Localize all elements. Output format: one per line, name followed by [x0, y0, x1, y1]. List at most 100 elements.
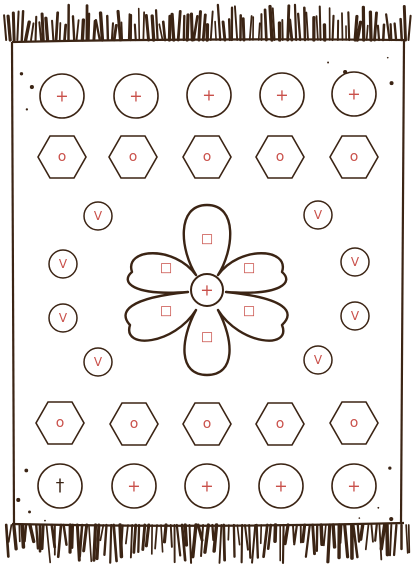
- fringe-strand: [375, 525, 377, 541]
- fringe-strand: [235, 6, 237, 40]
- v-piece[interactable]: V: [49, 250, 77, 278]
- fringe-strand: [257, 525, 258, 558]
- fringe-strand: [118, 11, 120, 40]
- fringe-strand: [313, 525, 315, 554]
- v-piece[interactable]: V: [304, 346, 332, 374]
- petal-square[interactable]: □: [243, 261, 255, 276]
- fringe-strand: [126, 525, 128, 544]
- fringe-strand: [164, 525, 166, 542]
- fringe-strand: [135, 25, 136, 40]
- fringe-strand: [155, 525, 157, 549]
- fringe-strand: [96, 20, 100, 40]
- circle-symbol: o: [56, 415, 65, 431]
- fringe-strand: [60, 23, 61, 40]
- circle-piece[interactable]: †: [38, 464, 82, 508]
- v-piece[interactable]: V: [304, 201, 332, 229]
- fringe-strand: [131, 525, 132, 557]
- fringe-strand: [139, 9, 140, 40]
- fringe-strand: [353, 525, 357, 557]
- fringe-strand: [163, 22, 165, 40]
- petal-square[interactable]: □: [201, 232, 213, 247]
- v-piece[interactable]: V: [341, 248, 369, 276]
- top-circle-row: + + + + +: [40, 72, 376, 118]
- fringe-strand: [146, 525, 148, 546]
- circle-symbol: o: [58, 149, 67, 165]
- hex-piece[interactable]: o: [183, 403, 231, 445]
- hex-piece[interactable]: o: [330, 402, 378, 444]
- ink-speck: [327, 62, 329, 64]
- ink-speck: [387, 57, 389, 59]
- petal-square[interactable]: □: [243, 304, 255, 319]
- fringe-strand: [152, 16, 154, 40]
- circle-piece[interactable]: +: [259, 464, 303, 508]
- circle-piece[interactable]: +: [40, 74, 84, 118]
- fringe-strand: [242, 525, 243, 562]
- fringe-strand: [185, 525, 186, 545]
- fringe-strand: [394, 525, 396, 555]
- circle-piece[interactable]: +: [112, 464, 156, 508]
- fringe-strand: [190, 525, 192, 563]
- circle-piece[interactable]: +: [332, 464, 376, 508]
- fringe-strand: [6, 525, 8, 557]
- petal-square[interactable]: □: [160, 304, 172, 319]
- fringe-strand: [229, 19, 230, 40]
- fringe-strand: [250, 16, 252, 40]
- circle-piece[interactable]: +: [185, 464, 229, 508]
- petal-square[interactable]: □: [160, 261, 172, 276]
- hex-piece[interactable]: o: [256, 136, 304, 178]
- v-piece[interactable]: V: [49, 304, 77, 332]
- flower-center-piece[interactable]: +: [191, 274, 223, 306]
- hex-piece[interactable]: o: [38, 136, 86, 178]
- fringe-strand: [104, 525, 106, 555]
- fringe-strand: [348, 12, 349, 40]
- fringe-strand: [340, 525, 341, 543]
- hex-piece[interactable]: o: [330, 136, 378, 178]
- ink-speck: [390, 81, 394, 85]
- ink-speck: [24, 469, 28, 473]
- fringe-strand: [395, 24, 396, 40]
- circle-piece[interactable]: +: [187, 73, 231, 117]
- fringe-strand: [199, 12, 201, 40]
- circle-symbol: o: [203, 416, 212, 432]
- hex-piece[interactable]: o: [36, 402, 84, 444]
- circle-piece[interactable]: +: [114, 74, 158, 118]
- bottom-hex-row: o o o o o: [36, 402, 378, 445]
- plus-symbol: +: [200, 281, 213, 300]
- ink-speck: [377, 507, 379, 509]
- fringe-strand: [224, 525, 225, 560]
- fringe-strand: [22, 525, 23, 547]
- circle-piece[interactable]: +: [260, 73, 304, 117]
- fringe-strand: [211, 12, 213, 40]
- plus-symbol: +: [200, 477, 213, 496]
- plus-symbol: +: [275, 86, 288, 105]
- fringe-strand: [283, 525, 284, 563]
- petal-square[interactable]: □: [201, 330, 213, 345]
- circle-symbol: o: [130, 416, 139, 432]
- ink-speck: [16, 498, 20, 502]
- v-piece[interactable]: V: [341, 302, 369, 330]
- hex-piece[interactable]: o: [256, 403, 304, 445]
- hex-piece[interactable]: o: [110, 403, 158, 445]
- hex-piece[interactable]: o: [183, 136, 231, 178]
- ink-speck: [389, 517, 393, 521]
- circle-piece[interactable]: +: [332, 72, 376, 116]
- fringe-strand: [317, 16, 318, 40]
- fringe-strand: [324, 525, 326, 545]
- fringe-strand: [110, 525, 111, 563]
- ink-speck: [388, 466, 391, 469]
- ink-speck: [26, 108, 28, 110]
- fringe-strand: [228, 525, 229, 540]
- fringe-strand: [171, 525, 172, 547]
- fringe-strand: [252, 525, 255, 563]
- fringe-strand: [218, 5, 220, 40]
- fringe-strand: [169, 16, 170, 40]
- hex-piece[interactable]: o: [109, 136, 157, 178]
- v-piece[interactable]: V: [84, 202, 112, 230]
- fringe-strand: [214, 525, 216, 551]
- fringe-strand: [14, 525, 16, 549]
- circle-symbol: o: [276, 416, 285, 432]
- ink-speck: [28, 510, 31, 513]
- fringe-strand: [89, 525, 91, 561]
- v-piece[interactable]: V: [84, 348, 112, 376]
- fringe-strand: [156, 10, 158, 40]
